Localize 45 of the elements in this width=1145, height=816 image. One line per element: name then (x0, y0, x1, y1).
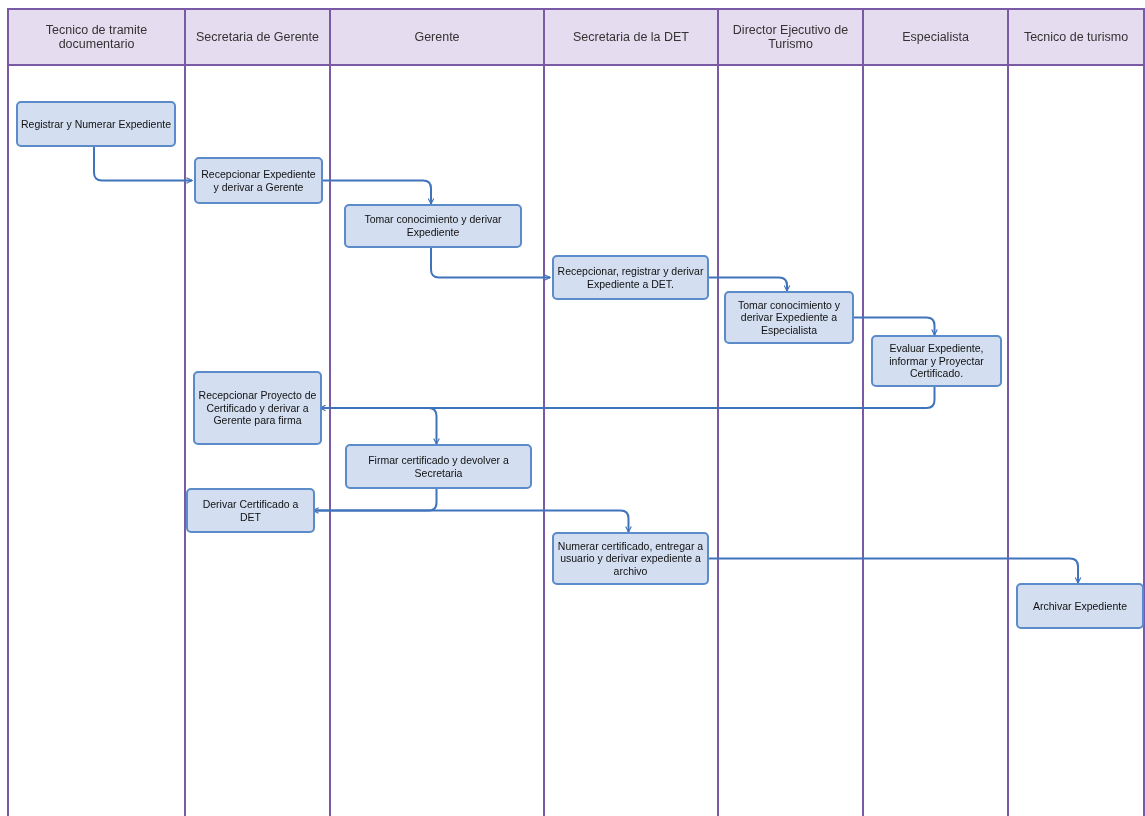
lane-title: Gerente (413, 29, 461, 45)
process-box (345, 444, 532, 489)
swimlane (7, 8, 184, 816)
process-box (193, 371, 322, 445)
lane-title: Director Ejecutivo de Turismo (731, 22, 850, 52)
swimlane (329, 8, 543, 816)
arrow (706, 276, 791, 292)
swimlane (862, 8, 1007, 816)
swimlane (717, 8, 862, 816)
swimlane (1007, 8, 1145, 816)
arrow (312, 488, 438, 514)
lane-title: Especialista (901, 29, 970, 45)
process-box (344, 204, 522, 248)
process-text: Numerar certificado, entregar a usuario y derivar expediente a archivo (557, 539, 704, 578)
lane-title: Tecnico de tramite documentario (44, 22, 149, 52)
lane-title: Secretaria de Gerente (195, 29, 320, 45)
process-text: Tomar conocimiento y derivar Expediente a Especialista (736, 298, 842, 337)
process-box (186, 488, 315, 533)
lane-title: Secretaria de la DET (572, 29, 690, 45)
process-text: Firmar certificado y devolver a Secretaria (367, 453, 510, 480)
swimlane (543, 8, 717, 816)
process-box (194, 157, 323, 204)
process-box (16, 101, 176, 147)
arrow (430, 247, 551, 281)
process-text: Registrar y Numerar Expediente (21, 117, 171, 131)
process-text: Recepcionar Expediente y derivar a Gerente (200, 167, 317, 194)
swimlane (184, 8, 329, 816)
process-box (552, 255, 709, 300)
process-text: Tomar conocimiento y derivar Expediente (363, 213, 503, 239)
process-text: Recepcionar Proyecto de Certificado y derivar a Gerente para firma (198, 389, 317, 427)
process-text: Derivar Certificado a DET (201, 497, 300, 524)
process-box (871, 335, 1002, 387)
process-box (724, 291, 854, 344)
arrow (320, 179, 435, 205)
arrow (706, 557, 1082, 584)
arrow (851, 316, 938, 336)
process-text: Evaluar Expediente, informar y Proyectar Certificado. (888, 342, 985, 380)
arrow (93, 146, 193, 184)
process-box (1016, 583, 1144, 629)
lane-title: Tecnico de turismo (1022, 29, 1130, 45)
arrow (319, 386, 936, 412)
process-box (552, 532, 709, 585)
process-text: Archivar Expediente (1033, 599, 1127, 613)
arrow (312, 509, 632, 533)
process-text: Recepcionar, registrar y derivar Expediente a DET. (557, 264, 704, 291)
